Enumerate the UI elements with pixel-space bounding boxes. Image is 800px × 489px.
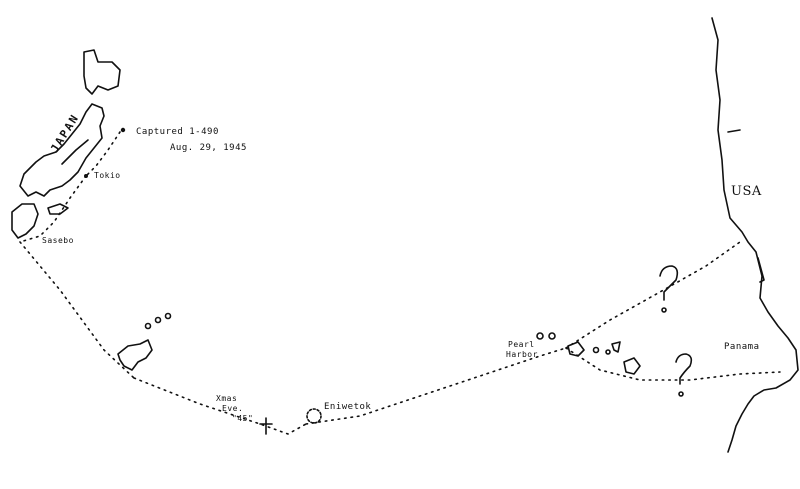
route-sasebo-to-okinawa (19, 241, 135, 379)
route-captured-to-tokio (85, 131, 121, 177)
label-xmas-line2: Eve. (222, 404, 244, 413)
okinawa-outline (117, 339, 153, 371)
small-island (548, 332, 556, 340)
small-island (144, 322, 152, 330)
label-xmas-line3: "45" (232, 414, 254, 423)
question-mark-2-dot (678, 391, 684, 397)
hawaii-big-island (623, 357, 641, 375)
label-tokio: Tokio (94, 171, 121, 180)
small-island (536, 332, 544, 340)
honshu-outline (19, 103, 105, 197)
coast-inlet (757, 257, 765, 283)
coast-inlet (727, 129, 741, 133)
label-panama: Panama (724, 342, 760, 352)
captured-marker (120, 127, 126, 133)
label-pearl-line1: Pearl (508, 340, 535, 349)
small-island (164, 312, 172, 320)
hawaii-island (567, 341, 585, 357)
label-sasebo: Sasebo (42, 236, 74, 245)
tokio-marker (84, 174, 88, 178)
route-pearl-to-panama (565, 347, 781, 381)
hokkaido-outline (83, 49, 121, 95)
route-pearl-to-usa (565, 241, 741, 349)
route-okinawa-to-eniwetok (133, 377, 307, 435)
small-island (605, 349, 611, 355)
kyushu-outline (11, 203, 39, 239)
label-pearl-line2: Harbor (506, 350, 538, 359)
label-captured-line1: Captured 1-490 (136, 127, 219, 137)
question-mark-1 (659, 265, 679, 301)
small-island (611, 341, 621, 353)
label-captured-line2: Aug. 29, 1945 (170, 143, 247, 153)
question-mark-1-dot (661, 307, 667, 313)
route-tokio-to-sasebo (19, 175, 87, 243)
shikoku-outline (47, 203, 69, 215)
question-mark-2 (675, 353, 693, 385)
xmas-cross (259, 417, 273, 435)
japan-inner-line (61, 139, 89, 165)
small-island (592, 346, 600, 354)
eniwetok-atoll (306, 408, 322, 424)
route-eniwetok-to-pearl (305, 347, 567, 425)
usa-coastline (711, 17, 799, 453)
label-xmas-line1: Xmas (216, 394, 238, 403)
label-eniwetok: Eniwetok (324, 402, 372, 412)
label-usa: USA (731, 184, 762, 199)
small-island (154, 316, 162, 324)
